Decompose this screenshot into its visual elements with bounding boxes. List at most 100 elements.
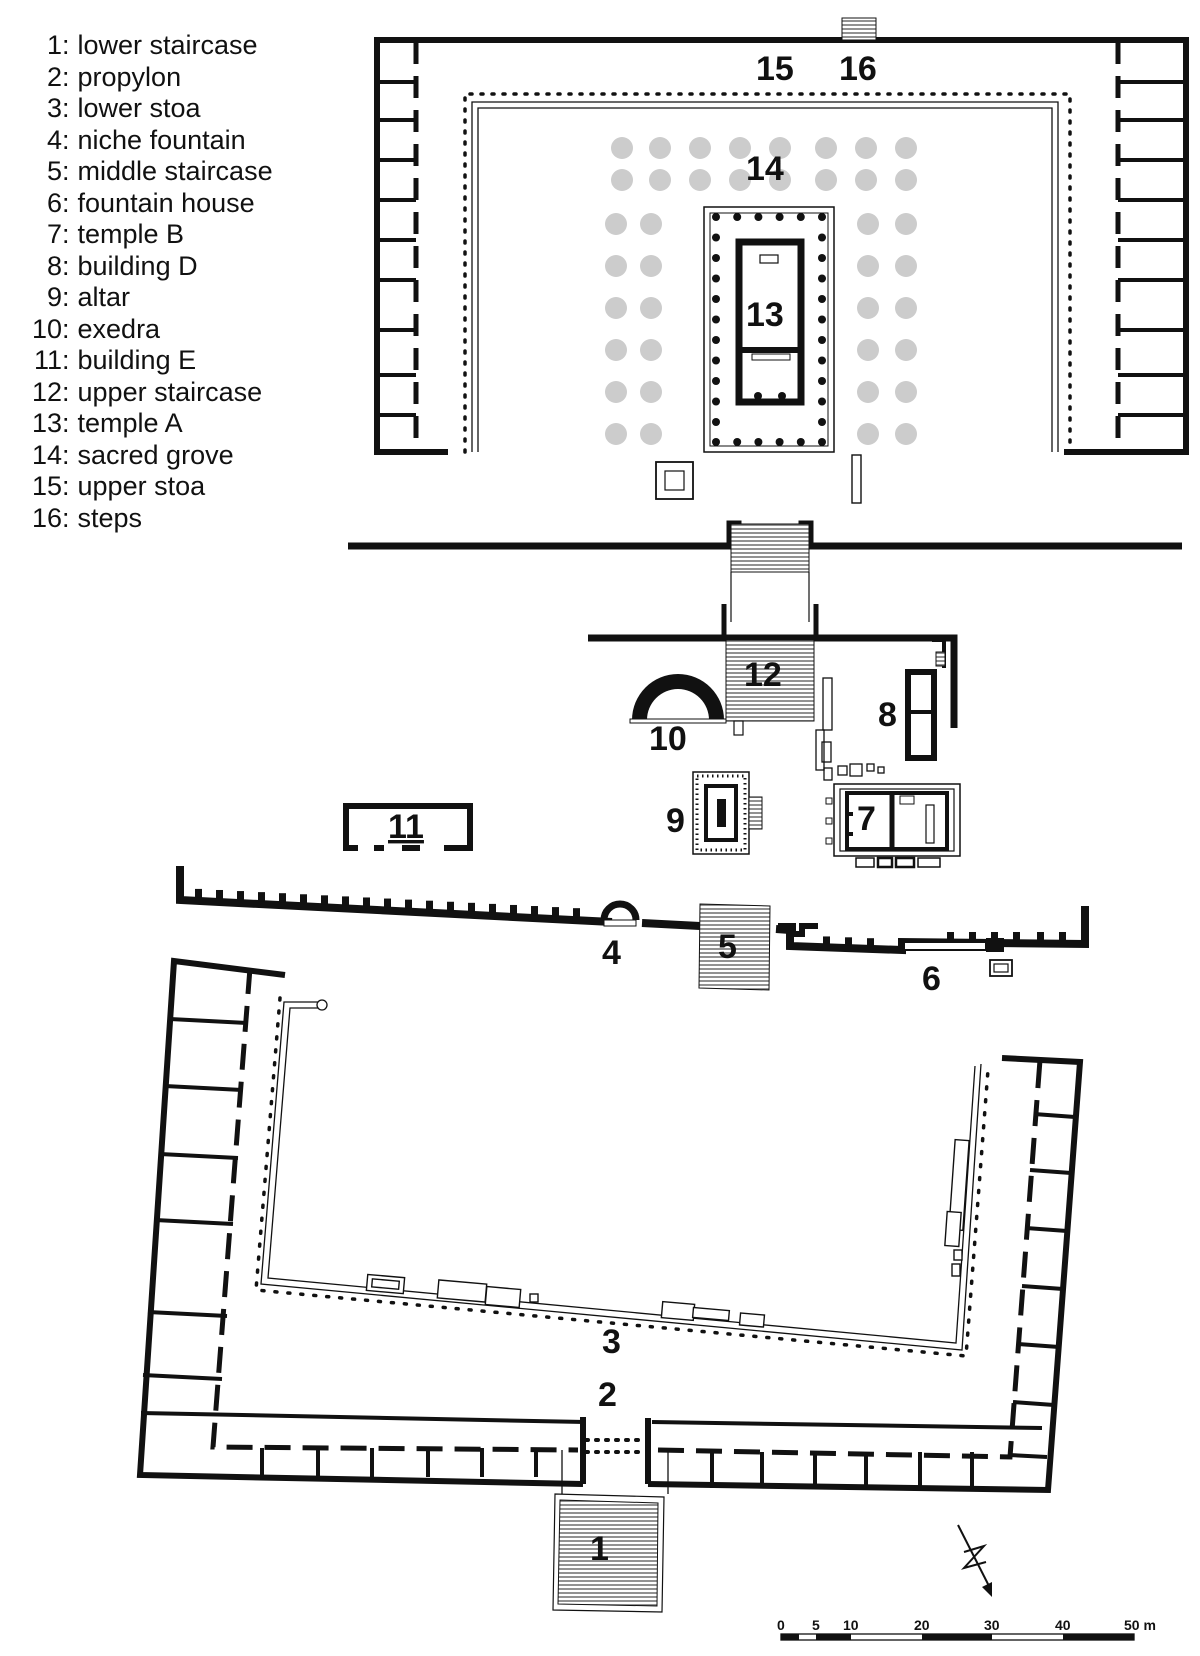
grove-tree bbox=[769, 169, 791, 191]
legend-num: 3 bbox=[46, 93, 62, 123]
buttress bbox=[573, 908, 580, 918]
legend-num: 12 bbox=[31, 376, 62, 407]
legend-num: 13 bbox=[31, 408, 62, 438]
grove-tree bbox=[895, 169, 917, 191]
buttress bbox=[947, 932, 954, 940]
legend-label: building E bbox=[77, 345, 197, 375]
legend-item-4: 4: niche fountain bbox=[16, 125, 273, 157]
column bbox=[712, 356, 720, 365]
grove-tree bbox=[640, 213, 662, 235]
legend-item-11: 11: building E bbox=[16, 345, 273, 377]
legend-num: 10 bbox=[31, 313, 62, 344]
column bbox=[818, 438, 826, 446]
grove-tree bbox=[729, 137, 751, 159]
buttress bbox=[447, 901, 454, 911]
label-building-e: 11 bbox=[388, 808, 424, 846]
legend-item-2: 2: propylon bbox=[16, 62, 273, 94]
label-temple-b: 7 bbox=[857, 800, 876, 838]
column bbox=[712, 295, 720, 303]
scale-tick-20: 20 bbox=[914, 1617, 930, 1633]
column bbox=[818, 315, 826, 324]
legend-num: 11 bbox=[33, 345, 62, 375]
grove-tree bbox=[895, 137, 917, 159]
grove-tree bbox=[895, 255, 917, 277]
temple-a-peristyle bbox=[712, 213, 826, 446]
column bbox=[754, 213, 763, 221]
buttress bbox=[426, 900, 433, 910]
buttress bbox=[321, 895, 328, 905]
label-sacred-grove: 14 bbox=[746, 150, 784, 188]
grove-tree bbox=[895, 339, 917, 361]
grove-tree bbox=[857, 297, 879, 319]
grove-tree bbox=[689, 169, 711, 191]
grove-tree bbox=[769, 137, 791, 159]
legend-item-8: 8: building D bbox=[16, 251, 273, 283]
column bbox=[818, 233, 826, 242]
scale-bar: 0 5 10 20 30 40 50 m bbox=[777, 1617, 1156, 1641]
column bbox=[712, 274, 720, 283]
grove-tree bbox=[729, 169, 751, 191]
steps bbox=[841, 17, 877, 41]
legend: 1: lower staircase 2: propylon 3: lower … bbox=[16, 30, 273, 534]
buttress bbox=[823, 936, 830, 945]
label-lower-staircase: 1 bbox=[590, 1530, 609, 1568]
legend-label: upper staircase bbox=[77, 376, 263, 407]
legend-item-15: 15: upper stoa bbox=[16, 471, 273, 503]
buttress bbox=[510, 904, 517, 914]
buttress bbox=[405, 899, 412, 909]
legend-item-13: 13: temple A bbox=[16, 408, 273, 440]
north-arrow-icon bbox=[957, 1524, 992, 1597]
buttress bbox=[1059, 932, 1066, 940]
grove-tree bbox=[815, 169, 837, 191]
buttress bbox=[363, 897, 370, 907]
legend-item-16: 16: steps bbox=[16, 503, 273, 535]
grove-tree bbox=[689, 137, 711, 159]
legend-item-6: 6: fountain house bbox=[16, 188, 273, 220]
buttress bbox=[300, 894, 307, 904]
column bbox=[712, 254, 720, 262]
legend-label: lower stoa bbox=[77, 93, 201, 123]
grove-tree bbox=[649, 169, 671, 191]
grove-tree bbox=[857, 381, 879, 403]
retaining-wall bbox=[176, 866, 1089, 977]
lower-stoa-rooms bbox=[140, 1017, 1076, 1459]
grove-tree bbox=[815, 137, 837, 159]
scale-tick-40: 40 bbox=[1055, 1617, 1071, 1633]
grove-tree bbox=[855, 137, 877, 159]
legend-num: 2 bbox=[46, 61, 62, 92]
column bbox=[712, 438, 720, 446]
grove-tree bbox=[895, 381, 917, 403]
legend-label: building D bbox=[77, 250, 198, 281]
temple-a bbox=[703, 206, 835, 453]
altar bbox=[692, 771, 763, 855]
column bbox=[818, 336, 826, 344]
label-exedra: 10 bbox=[649, 720, 687, 758]
upper-staircase bbox=[725, 639, 815, 722]
legend-num: 7 bbox=[46, 219, 62, 249]
legend-label: altar bbox=[77, 282, 131, 312]
buttress bbox=[258, 892, 265, 902]
column bbox=[712, 397, 720, 406]
label-middle-staircase: 5 bbox=[718, 928, 737, 966]
grove-tree bbox=[611, 137, 633, 159]
upper-stoa bbox=[374, 17, 1189, 455]
grove-tree bbox=[857, 423, 879, 445]
lower-staircase bbox=[557, 1499, 659, 1607]
legend-item-14: 14: sacred grove bbox=[16, 440, 273, 472]
grove-tree bbox=[857, 255, 879, 277]
minor-blocks bbox=[815, 677, 885, 781]
column bbox=[712, 233, 720, 242]
legend-item-12: 12: upper staircase bbox=[16, 377, 273, 409]
legend-label: temple A bbox=[77, 408, 183, 438]
buttress bbox=[845, 937, 852, 946]
column bbox=[712, 336, 720, 344]
lower-stoa bbox=[136, 957, 1084, 1494]
legend-label: propylon bbox=[77, 61, 182, 92]
scale-tick-50m: 50 m bbox=[1124, 1617, 1156, 1633]
grove-tree bbox=[649, 137, 671, 159]
label-niche-fountain: 4 bbox=[602, 934, 621, 972]
grove-tree bbox=[895, 297, 917, 319]
legend-item-1: 1: lower staircase bbox=[16, 30, 273, 62]
column bbox=[754, 438, 763, 446]
